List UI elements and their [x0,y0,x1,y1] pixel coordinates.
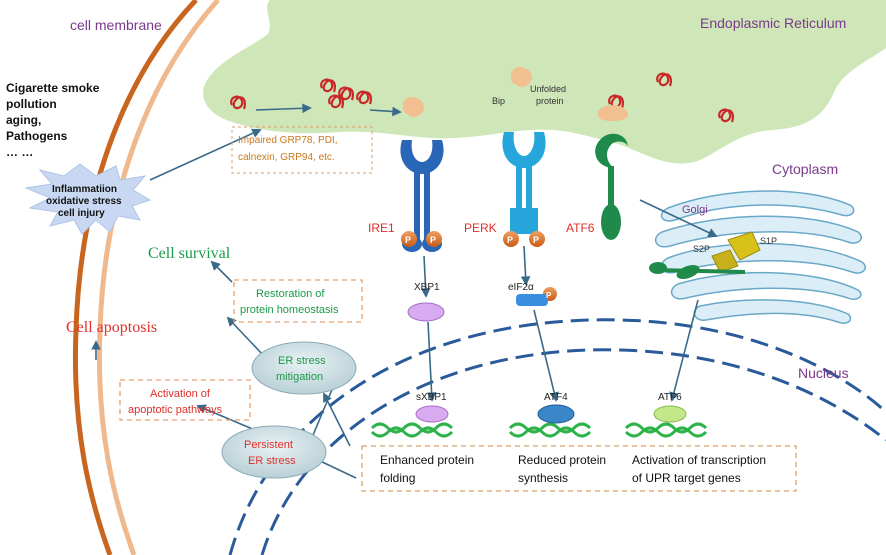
unfolded-protein-label-2: protein [536,96,564,106]
cytoplasm-label: Cytoplasm [772,161,838,177]
inflammation-text-2: oxidative stress [46,196,122,207]
activation-text-1: Activation of [150,388,211,400]
er-label: Endoplasmic Reticulum [700,15,846,31]
nuclear-envelope-outer [228,318,886,555]
persistent-text-1: Persistent [244,439,293,451]
golgi-atf6-tail [655,268,746,274]
persistent-text-2: ER stress [248,455,296,467]
golgi-apparatus [654,190,866,325]
xbp1-label: XBP1 [414,282,440,293]
xbp1-molecule [407,302,445,322]
activation-box [119,379,251,421]
restoration-text-1: Restoration of [256,288,325,300]
er-shape [203,0,886,164]
eif2a-molecule [516,294,548,306]
atf6-nuclear-label: ATF6 [658,392,682,403]
perk-receptor [502,132,546,234]
atf4-molecule [537,404,575,424]
restoration-text-2: protein homeostasis [240,304,339,316]
inflammation-text-3: cell injury [58,208,105,219]
unfolded-proteins [230,72,734,123]
cell-survival-label: Cell survival [148,245,231,262]
stimulus-4: Pathogens [6,129,68,143]
s2p-label: S2P [693,244,710,254]
p-label-5: P [546,291,552,300]
p-label-1: P [405,235,411,245]
cell-apoptosis-label: Cell apoptosis [66,319,157,336]
s1p-protease [727,231,761,261]
atf4-label: ATF4 [544,392,568,403]
stimulus-1: Cigarette smoke [6,81,100,95]
ire1-label: IRE1 [368,221,395,235]
p-label-2: P [430,235,436,245]
nucleus-label: Nucleus [798,365,849,381]
enhanced-folding-1: Enhanced protein [380,453,474,467]
perk-label: PERK [464,221,497,235]
eif2a-label: eIF2α [508,282,534,293]
restoration-box [233,279,363,323]
atf6-nuclear-molecule [653,405,687,423]
golgi-atf6-head [649,262,667,274]
impaired-box [231,126,373,174]
cell-membrane-label: cell membrane [70,17,162,33]
phospho-groups [401,231,557,301]
impaired-text-1: Impaired GRP78, PDI, [238,135,337,146]
activation-transcription-2: of UPR target genes [632,471,741,485]
dna-strands [370,422,708,438]
s2p-protease [711,249,739,273]
cell-membrane-inner [96,0,220,555]
inflammation-text-1: Inflammatiion [52,184,117,195]
stimulus-5: … … [6,145,33,159]
persistent-er-stress-oval [221,425,327,479]
effects-box [361,445,797,492]
impaired-text-2: calnexin, GRP94, etc. [238,152,335,163]
activation-text-2: apoptotic pathways [128,404,223,416]
reduced-synthesis-1: Reduced protein [518,453,606,467]
p-label-4: P [533,235,539,245]
golgi-label: Golgi [682,204,708,216]
p-label-3: P [507,235,513,245]
mitigation-text-1: ER stress [278,355,326,367]
stimulus-3: aging, [6,113,41,127]
activation-transcription-1: Activation of transcription [632,453,766,467]
inflammation-burst [24,163,152,235]
sxbp1-molecule [415,405,449,423]
enhanced-folding-2: folding [380,471,415,485]
s1p-label: S1P [760,236,777,246]
unfolded-protein-label-1: Unfolded [530,84,566,94]
bip-label: Bip [492,96,505,106]
bip-chaperones [402,67,629,122]
cell-membrane-outer [72,0,198,555]
atf6-receptor-label: ATF6 [566,221,595,235]
reduced-synthesis-2: synthesis [518,471,568,485]
er-stress-mitigation-oval [251,341,357,395]
sxbp1-label: sXBP1 [416,392,447,403]
mitigation-text-2: mitigation [276,371,323,383]
stimulus-2: pollution [6,97,57,111]
atf6-receptor [595,133,628,240]
